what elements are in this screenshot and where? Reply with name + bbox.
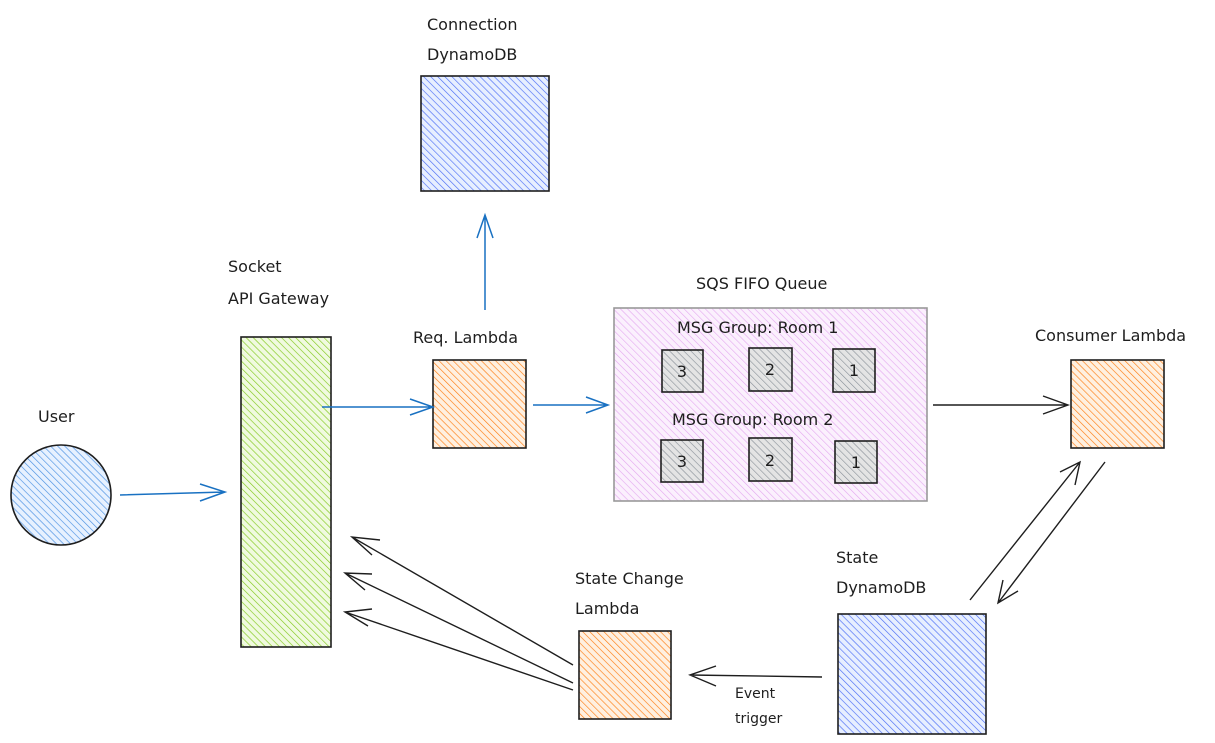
user-node: User (10, 407, 112, 546)
message-box (748, 437, 793, 482)
consumer-lambda-label: Consumer Lambda (1035, 326, 1186, 345)
consumer-lambda-node: Consumer Lambda (1035, 326, 1186, 449)
state-dynamodb-node: State DynamoDB (836, 548, 987, 735)
message-number: 2 (765, 360, 775, 379)
message-number: 1 (849, 361, 859, 380)
req-lambda-label: Req. Lambda (413, 328, 518, 347)
arrow-consumer-to-state-db (996, 461, 1106, 605)
state-db-label-1: State (836, 548, 878, 567)
group-room-2-label: MSG Group: Room 2 (672, 410, 833, 429)
message-box (832, 348, 876, 393)
state-change-lambda-node: State Change Lambda (575, 569, 684, 720)
connection-db-box (420, 75, 550, 192)
group-room-1-label: MSG Group: Room 1 (677, 318, 838, 337)
message-number: 3 (677, 452, 687, 471)
arrow-response-2 (343, 572, 574, 684)
message-box (834, 440, 878, 484)
state-db-label-2: DynamoDB (836, 578, 926, 597)
message-box (660, 439, 704, 483)
message-number: 1 (851, 453, 861, 472)
arrow-sqs-to-consumer (933, 395, 1071, 415)
api-gateway-node: Socket API Gateway (228, 257, 332, 648)
req-lambda-box (432, 359, 527, 449)
consumer-lambda-box (1070, 359, 1165, 449)
state-db-box (837, 613, 987, 735)
arrow-api-to-req-lambda (322, 398, 436, 416)
arrow-state-db-to-consumer (969, 460, 1081, 601)
sqs-queue-node: SQS FIFO Queue MSG Group: Room 1 3 2 1 M… (613, 274, 928, 502)
user-circle (10, 444, 112, 546)
message-group-room-2: 3 2 1 (660, 437, 878, 484)
message-box (748, 347, 793, 392)
message-group-room-1: 3 2 1 (661, 347, 876, 393)
arrow-state-db-to-state-change-lambda: Event trigger (688, 665, 823, 727)
state-change-lambda-box (578, 630, 672, 720)
state-change-lambda-label-2: Lambda (575, 599, 639, 618)
sqs-title: SQS FIFO Queue (696, 274, 827, 293)
arrow-response-1 (349, 536, 574, 666)
event-trigger-label-1: Event (735, 686, 776, 702)
arrow-response-3 (342, 608, 574, 691)
message-number: 3 (677, 362, 687, 381)
state-change-lambda-label-1: State Change (575, 569, 684, 588)
arrow-req-lambda-to-sqs (533, 396, 611, 414)
event-trigger-label-2: trigger (735, 711, 783, 727)
api-gateway-box (240, 336, 332, 648)
user-label: User (38, 407, 75, 426)
api-gateway-label-1: Socket (228, 257, 282, 276)
connection-db-label-1: Connection (427, 15, 518, 34)
message-box (661, 349, 704, 393)
connection-db-label-2: DynamoDB (427, 45, 517, 64)
arrows-state-change-lambda-to-api (342, 536, 574, 691)
api-gateway-label-2: API Gateway (228, 289, 329, 308)
req-lambda-node: Req. Lambda (413, 328, 527, 449)
connection-dynamodb-node: Connection DynamoDB (420, 15, 550, 192)
message-number: 2 (765, 451, 775, 470)
arrow-user-to-api (119, 483, 228, 502)
arrow-req-lambda-to-connection-db (476, 212, 494, 310)
